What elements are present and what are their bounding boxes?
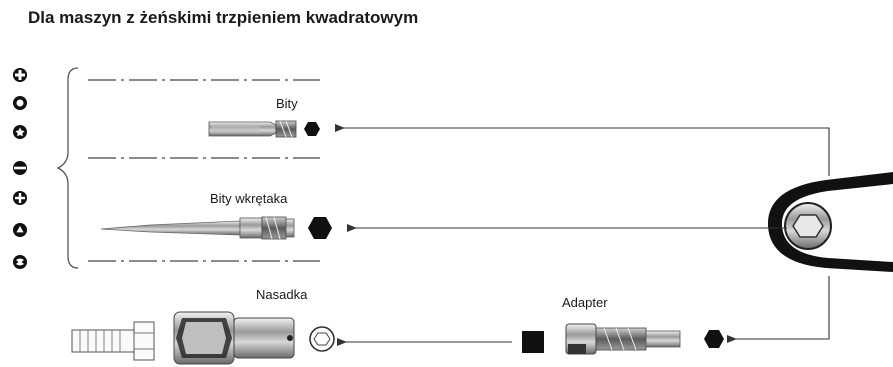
bits-group-brace xyxy=(56,67,79,269)
socket-label: Nasadka xyxy=(256,287,308,302)
square-drive-icon xyxy=(522,331,544,353)
hex-shank-icon xyxy=(704,330,724,348)
screwdriver-bit-image xyxy=(100,216,295,240)
clutch-icon xyxy=(13,255,27,269)
arrow-to-bits xyxy=(335,124,830,176)
slotted-icon xyxy=(13,161,27,175)
bolt-image xyxy=(71,321,155,361)
screwdriver-bits-label: Bity wkrętaka xyxy=(210,191,288,206)
hex-shank-icon xyxy=(304,122,320,136)
tri-wing-icon xyxy=(13,223,27,237)
adapter-image xyxy=(565,323,681,355)
arrow-to-adapter xyxy=(727,276,830,343)
machine-head-image xyxy=(767,172,893,272)
phillips-icon xyxy=(13,68,27,82)
bits-label: Bity xyxy=(276,96,298,111)
socket-image xyxy=(173,311,295,365)
square-icon xyxy=(13,96,27,110)
diagram-title: Dla maszyn z żeńskimi trzpieniem kwadrat… xyxy=(28,8,419,27)
hex-shank-icon xyxy=(308,217,332,239)
pozidriv-icon xyxy=(13,191,27,205)
adapter-label: Adapter xyxy=(562,295,608,310)
torx-icon xyxy=(13,125,27,139)
bit-image xyxy=(208,120,297,138)
socket-drive-icon xyxy=(309,326,335,352)
